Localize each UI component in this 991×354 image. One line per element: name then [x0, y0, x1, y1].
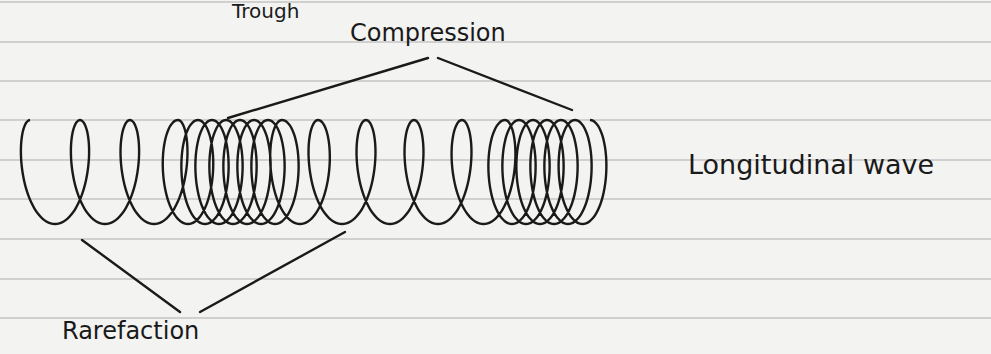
leader-line — [228, 58, 428, 118]
label-text: Longitudinal wave — [688, 150, 934, 180]
spring-coil — [21, 120, 606, 224]
leader-line — [82, 240, 180, 312]
label-text: Trough — [232, 0, 299, 22]
label-text: Compression — [350, 20, 506, 46]
leader-line — [200, 232, 345, 312]
leader-line — [438, 58, 572, 110]
label-text: Rarefaction — [62, 318, 199, 344]
